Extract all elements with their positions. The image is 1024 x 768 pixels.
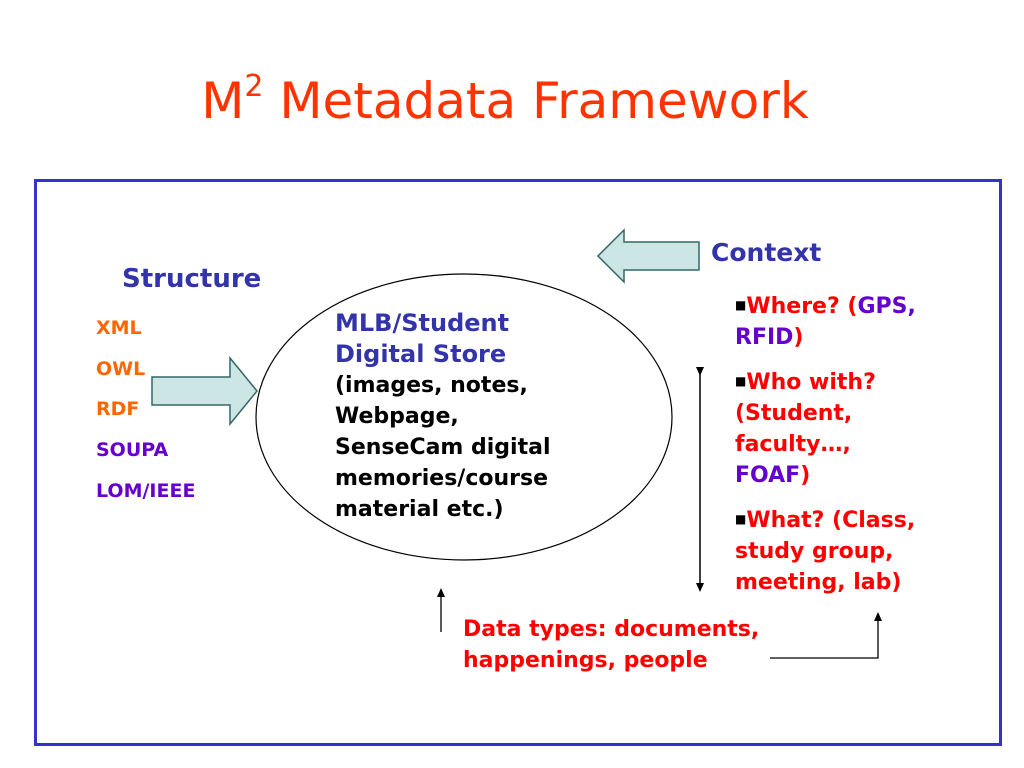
store-line-3: SenseCam digital xyxy=(335,435,551,460)
digital-store-ellipse xyxy=(255,273,673,561)
context-who: ■Who with? (Student, faculty…, FOAF) xyxy=(735,370,876,488)
store-heading-line1: MLB/Student xyxy=(335,309,510,337)
title-rest: Metadata Framework xyxy=(263,72,809,130)
structure-item-lom: LOM/IEEE xyxy=(96,480,196,502)
title-main: M xyxy=(201,72,245,130)
context-heading: Context xyxy=(711,238,822,267)
structure-heading: Structure xyxy=(122,264,262,294)
digital-store-text: MLB/Student Digital Store (images, notes… xyxy=(335,308,551,525)
context-what: ■What? (Class, study group, meeting, lab… xyxy=(735,508,916,595)
bullet-icon: ■ xyxy=(735,512,747,526)
store-line-4: memories/course xyxy=(335,466,549,491)
title-superscript: 2 xyxy=(244,69,264,104)
context-where: ■Where? (GPS, RFID) xyxy=(735,294,916,350)
structure-item-xml: XML xyxy=(96,317,142,339)
structure-arrow xyxy=(151,355,258,427)
structure-item-owl: OWL xyxy=(96,358,146,380)
page-title: M2 Metadata Framework xyxy=(0,69,1010,131)
store-line-1: (images, notes, xyxy=(335,373,528,398)
bullet-icon: ■ xyxy=(735,298,747,312)
data-types-text: Data types: documents, happenings, peopl… xyxy=(463,614,759,676)
store-line-2: Webpage, xyxy=(335,404,459,429)
structure-item-rdf: RDF xyxy=(96,398,140,420)
context-arrow xyxy=(596,228,700,284)
data-types-line2: happenings, people xyxy=(463,648,708,673)
store-heading-line2: Digital Store xyxy=(335,340,507,368)
store-line-5: material etc.) xyxy=(335,497,504,522)
data-types-right-arrow xyxy=(770,612,882,659)
diagram-frame xyxy=(34,179,1002,746)
data-types-line1: Data types: documents, xyxy=(463,617,760,642)
structure-item-soupa: SOUPA xyxy=(96,439,169,461)
bullet-icon: ■ xyxy=(735,374,747,388)
